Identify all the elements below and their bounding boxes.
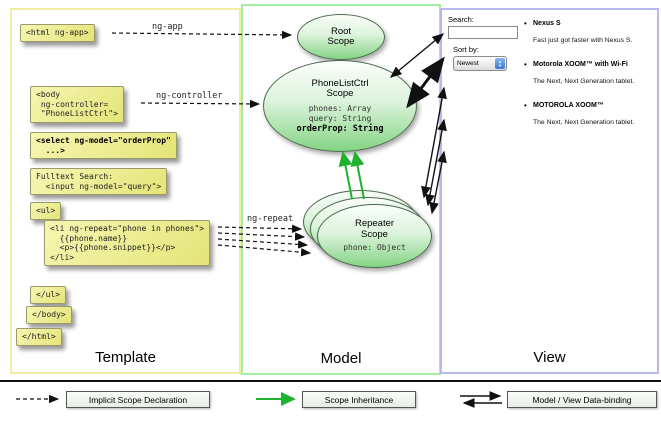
phone-list-item: MOTOROLA XOOM™ The Next, Next Generation… bbox=[524, 101, 654, 127]
phone-name: Motorola XOOM™ with Wi-Fi bbox=[533, 61, 628, 68]
code-note-fulltext-search: Fulltext Search: <input ng-model="query"… bbox=[30, 168, 168, 195]
legend-model-view-data-binding: Model / View Data-binding bbox=[507, 391, 657, 408]
sort-dropdown[interactable]: Newest ▲▼ bbox=[453, 56, 507, 71]
ng-controller-label: ng-controller bbox=[156, 91, 223, 101]
code-note-body-close: </body> bbox=[26, 306, 72, 324]
repeater-scope-title: Repeater Scope bbox=[354, 218, 395, 240]
code-note-html-open: <html ng-app> bbox=[20, 24, 95, 42]
legend-separator-line bbox=[0, 380, 661, 382]
scope-prop-query: query: String bbox=[308, 113, 372, 123]
root-scope-ellipse: Root Scope bbox=[297, 14, 385, 60]
code-note-ul-close: </ul> bbox=[30, 286, 67, 304]
code-note-li-repeat: <li ng-repeat="phone in phones"> {{phone… bbox=[44, 220, 211, 266]
scope-prop-phones: phones: Array bbox=[308, 103, 372, 113]
dropdown-arrows-icon: ▲▼ bbox=[495, 58, 505, 69]
phone-name: Nexus S bbox=[533, 20, 561, 27]
search-input[interactable] bbox=[448, 26, 518, 39]
root-scope-title: Root Scope bbox=[327, 25, 355, 47]
ng-repeat-label: ng-repeat bbox=[247, 214, 294, 224]
code-note-select: <select ng-model="orderProp" ...> bbox=[30, 132, 177, 159]
phone-name: MOTOROLA XOOM™ bbox=[533, 102, 604, 109]
phone-list: Nexus S Fast just got faster with Nexus … bbox=[524, 19, 654, 143]
phonelistctrl-scope-ellipse: PhoneListCtrl Scope phones: Array query:… bbox=[263, 60, 417, 152]
model-column-label: Model bbox=[320, 350, 362, 367]
phone-snippet: Fast just got faster with Nexus S. bbox=[533, 37, 633, 44]
code-note-body-open: <body ng-controller= "PhoneListCtrl"> bbox=[30, 86, 124, 123]
ng-app-label: ng-app bbox=[152, 22, 183, 32]
legend-implicit-label: Implicit Scope Declaration bbox=[88, 394, 188, 405]
code-note-ul-open: <ul> bbox=[30, 202, 62, 220]
sort-dropdown-value: Newest bbox=[457, 60, 479, 67]
legend-scope-inheritance: Scope Inheritance bbox=[302, 391, 416, 408]
code-note-html-close: </html> bbox=[16, 328, 62, 346]
template-column-label: Template bbox=[95, 349, 156, 366]
scope-prop-phone: phone: Object bbox=[343, 243, 406, 252]
sort-by-label: Sort by: bbox=[453, 45, 479, 54]
phone-snippet: The Next, Next Generation tablet. bbox=[533, 78, 635, 85]
legend-implicit-scope-declaration: Implicit Scope Declaration bbox=[66, 391, 210, 408]
legend-inheritance-label: Scope Inheritance bbox=[324, 394, 394, 405]
phone-list-item: Nexus S Fast just got faster with Nexus … bbox=[524, 19, 654, 45]
phonelistctrl-scope-title: PhoneListCtrl Scope bbox=[311, 77, 369, 99]
view-column-label: View bbox=[533, 349, 566, 366]
repeater-scope-ellipse: Repeater Scope phone: Object bbox=[317, 204, 432, 268]
phone-list-item: Motorola XOOM™ with Wi-Fi The Next, Next… bbox=[524, 60, 654, 86]
phonelistctrl-scope-props: phones: Array query: String orderProp: S… bbox=[297, 104, 384, 134]
search-label: Search: bbox=[448, 15, 474, 24]
legend-binding-label: Model / View Data-binding bbox=[532, 394, 632, 405]
scope-prop-orderprop: orderProp: String bbox=[296, 123, 384, 134]
phone-snippet: The Next, Next Generation tablet. bbox=[533, 119, 635, 126]
